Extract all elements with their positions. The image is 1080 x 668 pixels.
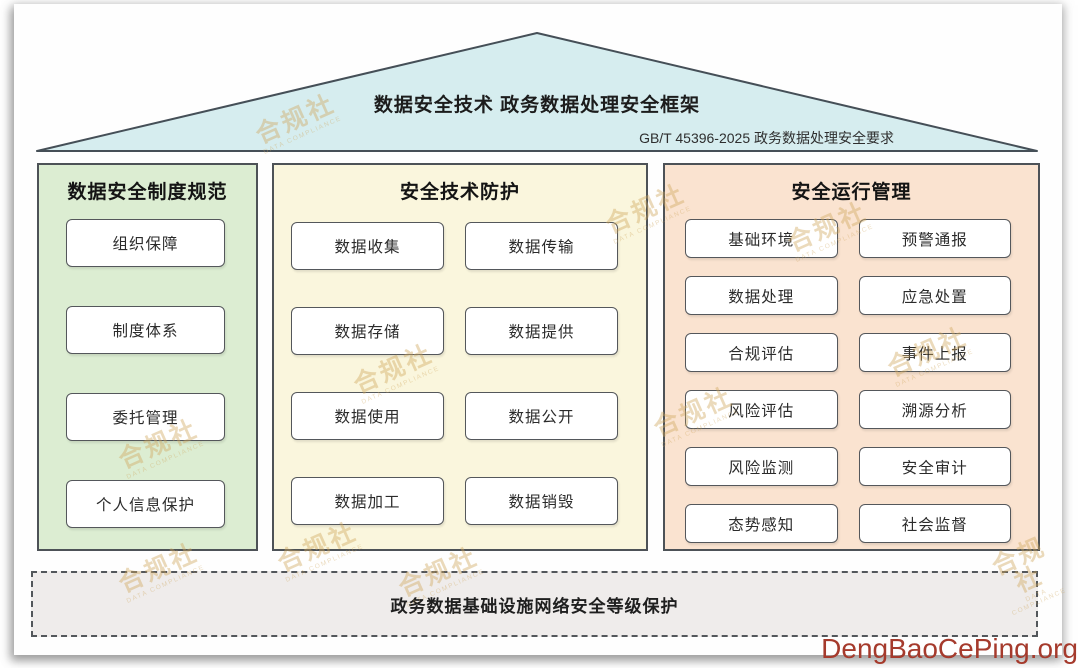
item-box: 态势感知 [685,504,838,543]
diagram-canvas: 数据安全技术 政务数据处理安全框架 GB/T 45396-2025 政务数据处理… [14,4,1068,655]
item-box: 数据公开 [465,392,618,440]
operation-items: 基础环境 预警通报 数据处理 应急处置 合规评估 事件上报 风险评估 溯源分析 … [665,215,1038,543]
column-technical-title: 安全技术防护 [399,181,520,203]
roof-shape [36,32,1038,152]
item-box: 数据处理 [685,276,838,315]
item-box: 数据传输 [465,222,618,270]
item-box: 事件上报 [858,333,1011,372]
item-box: 委托管理 [66,393,225,441]
item-box: 个人信息保护 [66,480,225,528]
site-watermark: DengBaoCePing.org [821,633,1078,664]
item-box: 数据使用 [291,392,444,440]
item-box: 组织保障 [66,219,225,267]
item-box: 制度体系 [66,306,225,354]
item-box: 数据加工 [291,477,444,525]
item-box: 数据销毁 [465,477,618,525]
column-operation-title: 安全运行管理 [791,181,912,203]
item-box: 应急处置 [858,276,1011,315]
item-box: 风险监测 [685,447,838,486]
item-box: 合规评估 [685,333,838,372]
item-box: 数据提供 [465,307,618,355]
standard-reference: GB/T 45396-2025 政务数据处理安全要求 [639,130,894,146]
institution-items: 组织保障 制度体系 委托管理 个人信息保护 [39,215,256,528]
item-box: 溯源分析 [858,390,1011,429]
item-box: 安全审计 [858,447,1011,486]
item-box: 风险评估 [685,390,838,429]
column-technical: 安全技术防护 数据收集 数据传输 数据存储 数据提供 数据使用 数据公开 数据加… [272,163,648,551]
column-institution: 数据安全制度规范 组织保障 制度体系 委托管理 个人信息保护 [37,163,258,551]
foundation-bar: 政务数据基础设施网络安全等级保护 [31,571,1038,637]
column-operation: 安全运行管理 基础环境 预警通报 数据处理 应急处置 合规评估 事件上报 风险评… [663,163,1040,551]
item-box: 预警通报 [858,219,1011,258]
item-box: 数据收集 [291,222,444,270]
technical-items: 数据收集 数据传输 数据存储 数据提供 数据使用 数据公开 数据加工 数据销毁 [274,215,646,525]
item-box: 基础环境 [685,219,838,258]
column-institution-title: 数据安全制度规范 [67,181,228,203]
framework-title: 数据安全技术 政务数据处理安全框架 [373,95,701,116]
item-box: 社会监督 [858,504,1011,543]
item-box: 数据存储 [291,307,444,355]
